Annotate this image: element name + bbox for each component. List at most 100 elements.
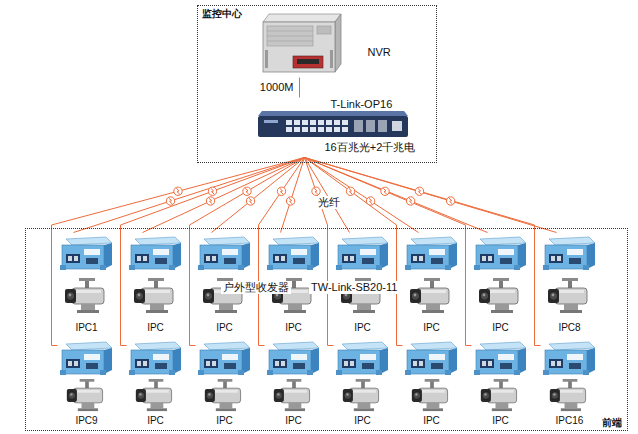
- camera-label: IPC: [265, 322, 323, 334]
- switch-node: T-Link-OP16 16百兆光+2千兆电: [255, 98, 433, 158]
- fiber-transceiver: [129, 235, 183, 273]
- ip-camera: [66, 379, 108, 412]
- port-spec: 16百兆光+2千兆电: [325, 141, 416, 154]
- device-type-label: 户外型收发器: [221, 281, 291, 294]
- switch-device: [258, 111, 408, 137]
- fiber-transceiver: [543, 340, 597, 378]
- fiber-symbol: [206, 197, 214, 205]
- ip-camera: [480, 379, 522, 412]
- fiber-symbol: [286, 197, 294, 205]
- fiber-transceiver-graphic: [198, 237, 250, 270]
- fiber-symbol: [174, 187, 182, 195]
- ip-camera: [135, 379, 177, 412]
- network-link: [299, 78, 300, 98]
- fiber-transceiver: [267, 235, 321, 273]
- link-speed-label: 1000M: [258, 81, 296, 94]
- fiber-transceiver-graphic: [129, 342, 181, 375]
- camera-label: IPC: [403, 415, 461, 427]
- fiber-transceiver-graphic: [198, 342, 250, 375]
- fiber-transceiver-graphic: [267, 237, 319, 270]
- ip-camera-graphic: [480, 379, 516, 411]
- fiber-transceiver-graphic: [129, 237, 181, 270]
- ip-camera-graphic: [134, 278, 173, 313]
- fiber-transceiver: [129, 340, 183, 378]
- camera-label: IPC: [334, 322, 392, 334]
- ip-camera-graphic: [549, 379, 585, 411]
- fiber-transceiver: [336, 235, 390, 273]
- fiber-symbol: [446, 197, 454, 205]
- fiber-transceiver-graphic: [474, 237, 526, 270]
- fiber-transceiver: [405, 235, 459, 273]
- fiber-transceiver-graphic: [336, 342, 388, 375]
- camera-label: IPC: [196, 415, 254, 427]
- camera-label: IPC: [127, 322, 185, 334]
- fiber-transceiver-graphic: [543, 237, 595, 270]
- camera-unit: IPC: [403, 338, 461, 428]
- fiber-transceiver: [543, 235, 597, 273]
- ip-camera-graphic: [273, 379, 309, 411]
- fiber-link: [305, 158, 419, 233]
- ip-camera: [479, 277, 523, 315]
- ip-camera: [411, 379, 453, 412]
- nvr-server-graphic: [263, 14, 341, 72]
- fiber-symbol: [208, 187, 216, 195]
- nvr-server: [255, 12, 345, 76]
- fiber-link: [305, 158, 472, 346]
- fiber-link: [212, 158, 305, 233]
- fiber-symbol: [346, 187, 354, 195]
- fiber-symbol: [277, 187, 285, 195]
- camera-unit: IPC: [127, 233, 185, 335]
- camera-label: IPC: [334, 415, 392, 427]
- fiber-symbol: [243, 187, 251, 195]
- fiber-transceiver-graphic: [60, 342, 112, 375]
- fiber-transceiver: [336, 340, 390, 378]
- camera-unit: IPC9: [58, 338, 116, 428]
- medium-label: 光纤: [316, 196, 342, 209]
- region-title: 前端: [602, 417, 622, 429]
- fiber-symbol: [166, 197, 174, 205]
- fiber-transceiver: [198, 235, 252, 273]
- fiber-symbol: [406, 197, 414, 205]
- camera-unit: IPC: [472, 338, 530, 428]
- fiber-transceiver-graphic: [405, 342, 457, 375]
- ip-camera: [204, 379, 246, 412]
- fiber-link: [52, 158, 305, 346]
- camera-unit: IPC: [196, 338, 254, 428]
- ip-camera-graphic: [204, 379, 240, 411]
- device-label: NVR: [368, 46, 391, 59]
- ip-camera: [273, 379, 315, 412]
- fiber-link: [74, 158, 305, 233]
- ip-camera-graphic: [66, 379, 102, 411]
- camera-label: IPC: [403, 322, 461, 334]
- ip-camera-graphic: [548, 278, 587, 313]
- camera-unit: IPC: [127, 338, 185, 428]
- ip-camera: [549, 379, 591, 412]
- ip-camera-graphic: [342, 379, 378, 411]
- monitor-center-region: 监控中心 NVR T-Link-OP16 16百兆光+2千兆电: [197, 5, 437, 163]
- fiber-transceiver-graphic: [267, 342, 319, 375]
- camera-label: IPC: [472, 415, 530, 427]
- fiber-transceiver: [474, 340, 528, 378]
- camera-label: IPC: [472, 322, 530, 334]
- fiber-transceiver-graphic: [336, 237, 388, 270]
- ip-camera: [410, 277, 454, 315]
- region-title: 监控中心: [202, 8, 242, 20]
- camera-label: IPC16: [541, 415, 599, 427]
- camera-unit: IPC16: [541, 338, 599, 428]
- model-label: T-Link-OP16: [331, 98, 393, 111]
- switch-device-graphic: [258, 111, 408, 137]
- camera-unit: IPC1: [58, 233, 116, 335]
- fiber-transceiver: [267, 340, 321, 378]
- camera-label: IPC: [127, 415, 185, 427]
- fiber-symbol: [366, 197, 374, 205]
- fiber-link: [143, 158, 305, 233]
- camera-label: IPC9: [58, 415, 116, 427]
- camera-label: IPC: [265, 415, 323, 427]
- fiber-transceiver: [60, 235, 114, 273]
- camera-unit: IPC: [265, 338, 323, 428]
- camera-label: IPC: [196, 322, 254, 334]
- model-label: TW-Link-SB20-11: [309, 281, 399, 294]
- camera-unit: IPC: [334, 338, 392, 428]
- fiber-link: [305, 158, 541, 346]
